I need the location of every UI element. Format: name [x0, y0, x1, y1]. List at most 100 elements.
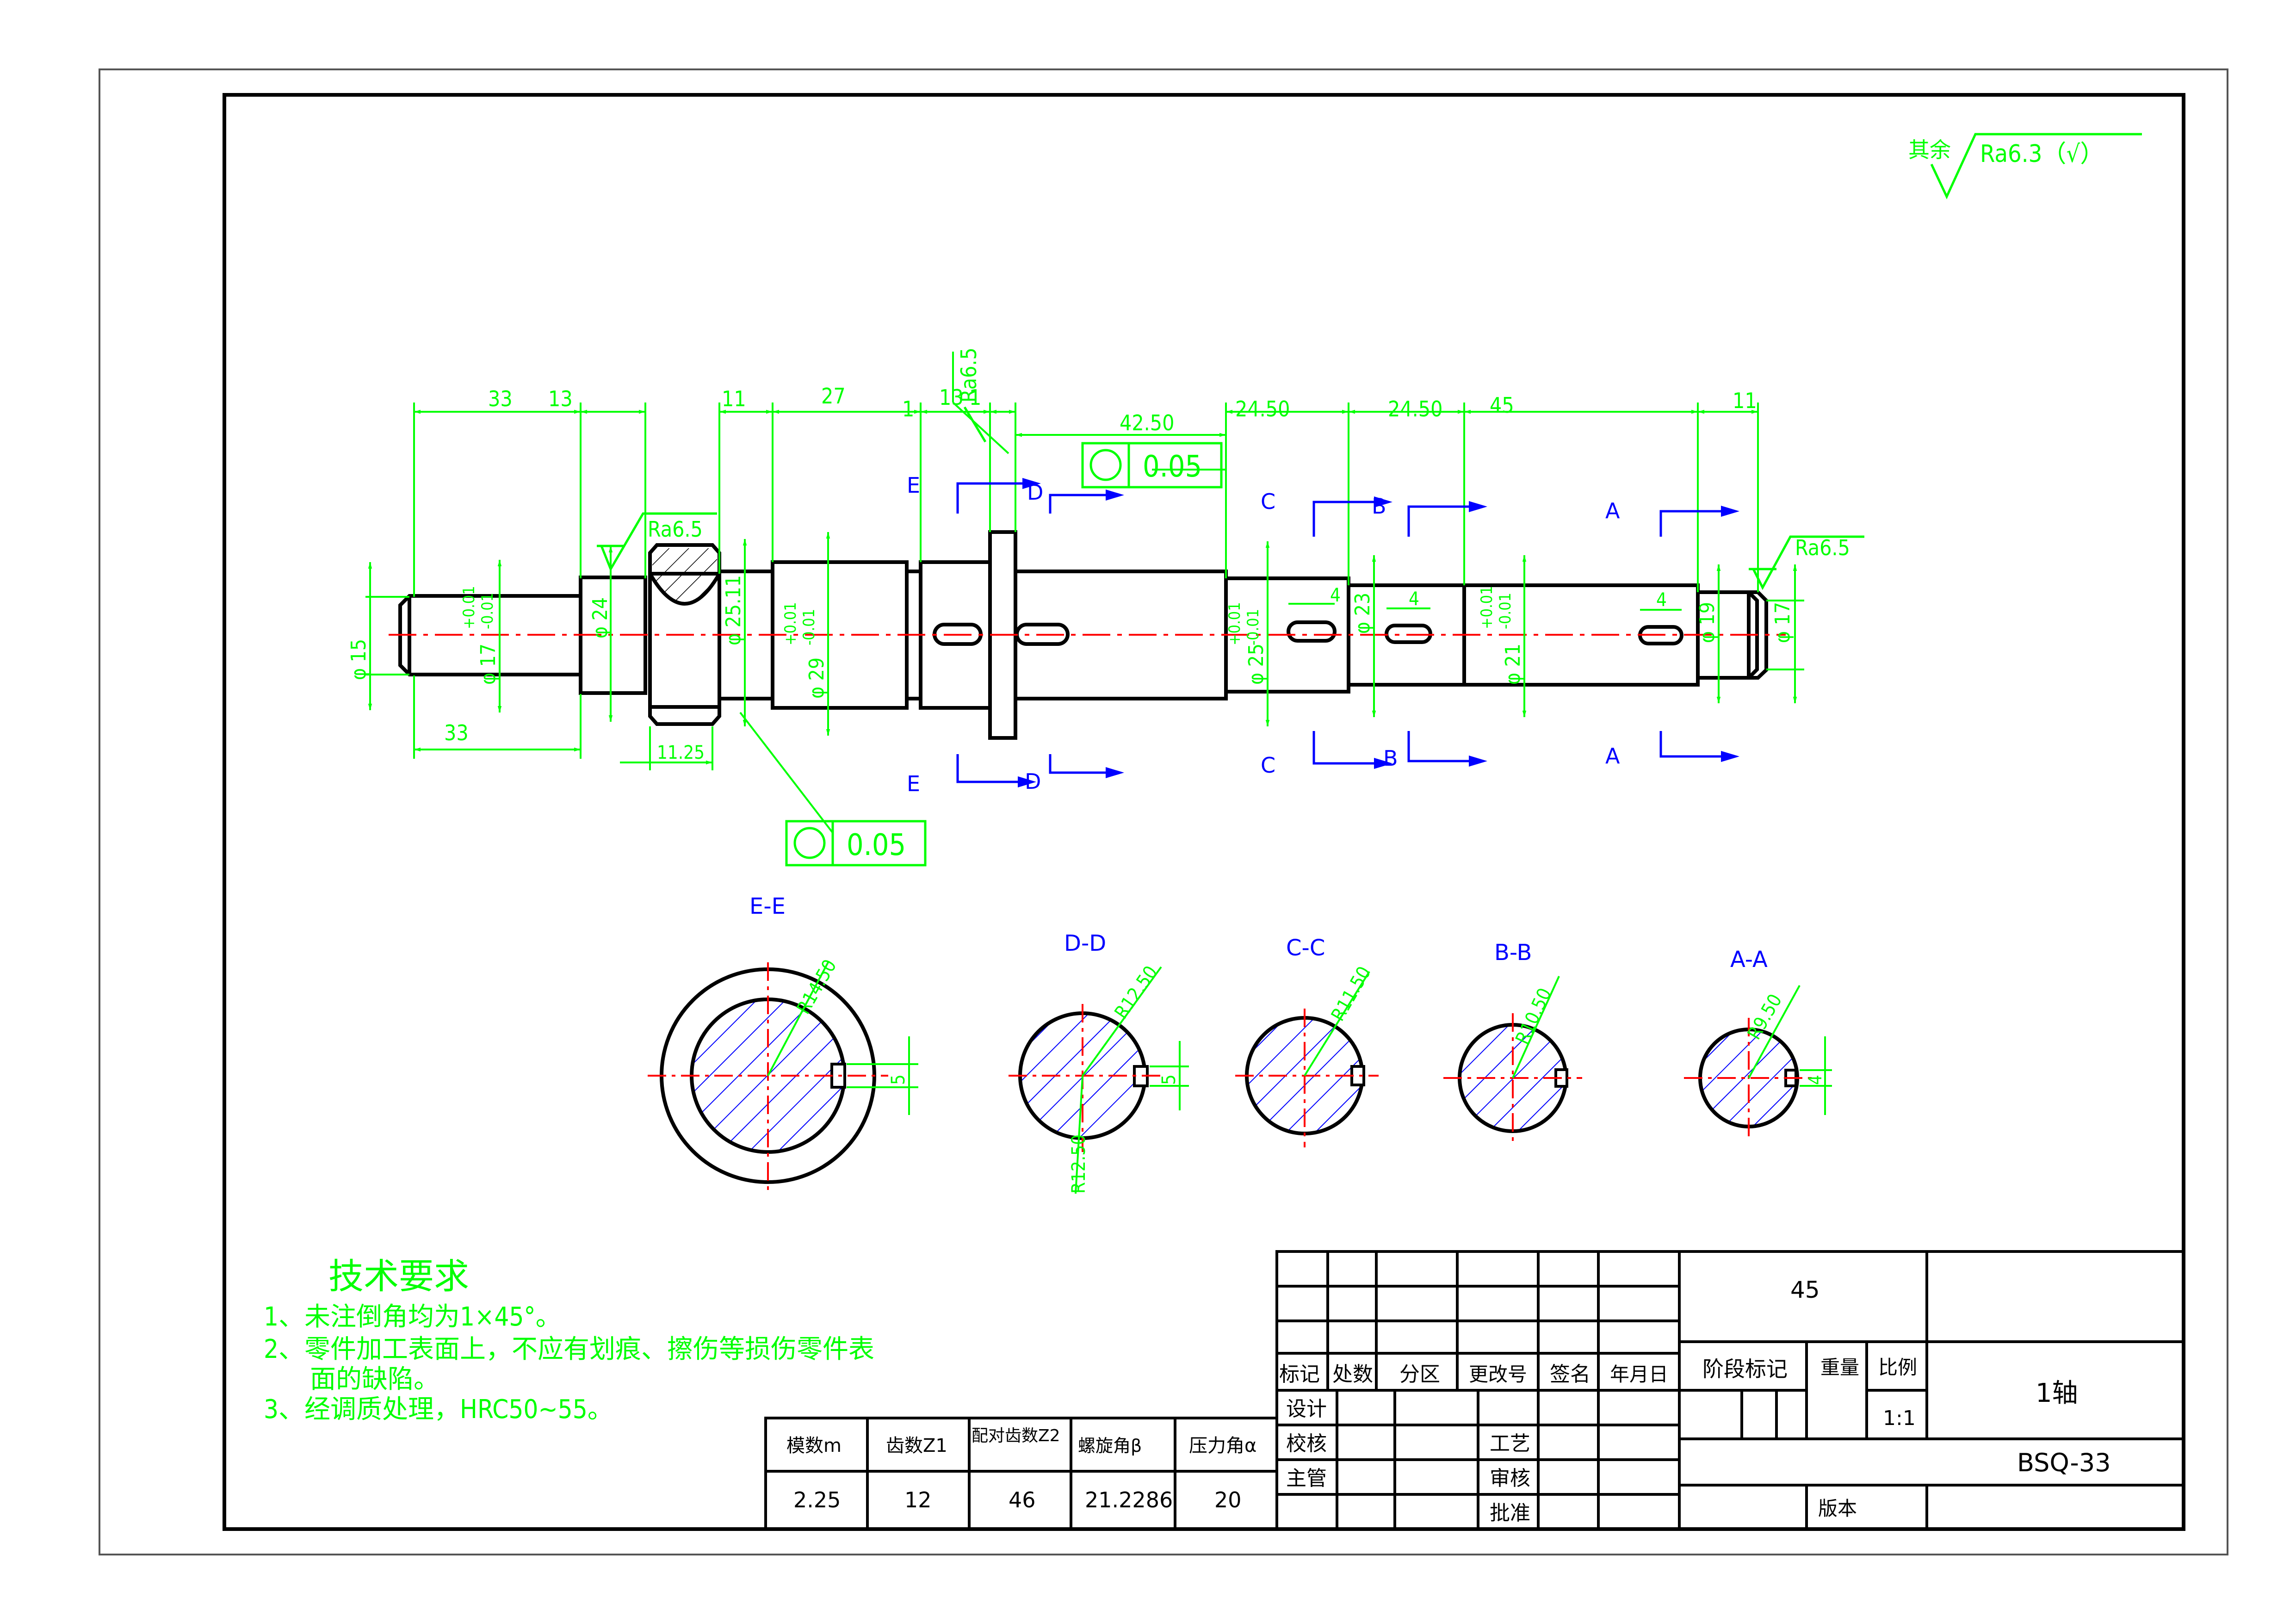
rev-header-change: 更改号 — [1469, 1363, 1527, 1386]
dia-25-tol-plus: +0.01 — [1225, 602, 1244, 645]
section-title-A-A: A-A — [1730, 947, 1768, 973]
dim-13b: 13 — [939, 385, 964, 410]
section-D-key: 5 — [1158, 1074, 1180, 1085]
dia-23: φ 23 — [1351, 593, 1374, 634]
drawing-number: BSQ-33 — [2017, 1448, 2111, 1477]
section-mark-A-top: A — [1605, 498, 1620, 523]
dia-25-11: φ 25.11 — [722, 575, 745, 645]
dimension-lines — [365, 352, 1804, 834]
general-roughness: 其余 Ra6.3（√） — [1908, 133, 2142, 199]
dim-24-50-b: 24.50 — [1388, 396, 1442, 421]
rev-header-count: 处数 — [1332, 1363, 1373, 1386]
section-mark-D-bottom: D — [1025, 769, 1041, 794]
gear-value-pressure: 20 — [1214, 1487, 1242, 1512]
roughness-right-value: Ra6.5 — [1795, 535, 1850, 560]
roughness-left-value: Ra6.5 — [648, 517, 703, 542]
dia-17-tol-minus: -0.01 — [478, 593, 497, 629]
section-mark-D-top: D — [1027, 480, 1043, 505]
tech-requirements: 技术要求 1、未注倒角均为1×45°。 2、零件加工表面上，不应有划痕、擦伤等损… — [264, 1256, 874, 1425]
section-cut-arrowheads — [1018, 478, 1739, 787]
dim-33-top: 33 — [488, 386, 513, 411]
part-name: 1轴 — [2036, 1378, 2078, 1408]
section-A-radius: R9.50 — [1744, 991, 1786, 1043]
gear-tooth-profile — [648, 572, 721, 606]
section-mark-C-bottom: C — [1261, 753, 1275, 778]
dim-1a: 1 — [902, 396, 914, 421]
material-value: 45 — [1790, 1276, 1820, 1303]
role-approve: 批准 — [1490, 1501, 1530, 1525]
section-mark-B-bottom: B — [1383, 746, 1398, 771]
dia-29-tol-minus: -0.01 — [800, 609, 818, 645]
tolerance-frame-top: 0.05 — [1081, 442, 1223, 489]
version-label: 版本 — [1818, 1497, 1857, 1520]
section-mark-E-bottom: E — [907, 771, 920, 796]
dia-17-tol-plus: +0.01 — [460, 586, 478, 629]
roughness-top-value: Ra6.5 — [956, 347, 981, 403]
tech-requirement-2-cont: 面的缺陷。 — [310, 1364, 439, 1394]
role-review: 审核 — [1490, 1467, 1530, 1490]
section-mark-C-top: C — [1261, 489, 1275, 514]
gear-teeth-section — [648, 543, 721, 726]
title-block — [1275, 1250, 2185, 1530]
dim-24-50-a: 24.50 — [1235, 396, 1290, 421]
section-E-radius: R14.50 — [793, 956, 841, 1018]
general-roughness-prefix: 其余 — [1908, 137, 1951, 162]
dia-21-tol-plus: +0.01 — [1478, 586, 1496, 629]
section-cut-letters: E E D D C C B B A A — [907, 473, 1620, 796]
weight-label: 重量 — [1820, 1356, 1859, 1379]
scale-value: 1:1 — [1883, 1406, 1916, 1430]
dia-29-tol-plus: +0.01 — [781, 602, 800, 645]
role-design: 设计 — [1286, 1397, 1327, 1421]
dim-11-25: 11.25 — [657, 742, 705, 763]
roughness-symbols — [597, 406, 1864, 590]
gear-hatch-top — [652, 548, 717, 574]
section-view-B-B: B-B R10.50 — [1443, 940, 1582, 1145]
role-process: 工艺 — [1490, 1432, 1530, 1456]
stage-label: 阶段标记 — [1702, 1357, 1788, 1381]
tolerance-top-value: 0.05 — [1143, 450, 1202, 484]
section-mark-A-bottom: A — [1605, 743, 1620, 768]
gear-value-mate-teeth: 46 — [1009, 1487, 1036, 1512]
dia-15: φ 15 — [347, 639, 371, 680]
gear-header-teeth: 齿数Z1 — [886, 1435, 947, 1456]
dia-29: φ 29 — [805, 657, 829, 699]
section-cut-lines — [956, 482, 1721, 783]
gear-value-teeth: 12 — [904, 1487, 932, 1512]
rev-header-date: 年月日 — [1610, 1363, 1668, 1386]
dim-33-bottom: 33 — [444, 720, 469, 745]
role-supervisor: 主管 — [1286, 1467, 1327, 1490]
gear-table-text: 模数m 齿数Z1 配对齿数Z2 螺旋角β 压力角α 2.25 12 46 21.… — [786, 1426, 1256, 1512]
tech-requirement-1: 1、未注倒角均为1×45°。 — [264, 1302, 562, 1332]
dia-17-left: φ 17 — [477, 644, 500, 685]
tech-requirements-heading: 技术要求 — [328, 1256, 469, 1297]
dia-25-tol-minus: -0.01 — [1244, 609, 1262, 645]
gear-header-pressure: 压力角α — [1189, 1435, 1256, 1456]
gear-value-module: 2.25 — [793, 1487, 841, 1512]
dim-1b: 1 — [969, 385, 981, 410]
scale-label: 比例 — [1878, 1356, 1917, 1379]
tech-requirement-2: 2、零件加工表面上，不应有划痕、擦伤等损伤零件表 — [264, 1334, 874, 1364]
dim-45: 45 — [1490, 393, 1514, 418]
gear-header-mate-teeth: 配对齿数Z2 — [972, 1426, 1060, 1445]
outer-border — [99, 68, 2228, 1555]
section-D-radius-2: R12.50 — [1068, 1134, 1089, 1194]
top-dimension-labels: 33 13 11 27 1 13 1 42.50 24.50 24.50 45 … — [444, 384, 1757, 763]
dia-17-right: φ 17 — [1771, 602, 1795, 643]
section-mark-E-top: E — [907, 473, 920, 498]
rev-header-zone: 分区 — [1399, 1363, 1440, 1386]
dim-key4-a: 4 — [1330, 585, 1341, 606]
dim-42-50: 42.50 — [1120, 410, 1174, 435]
section-view-E-E: E-E R14.50 5 — [648, 893, 918, 1191]
section-title-C-C: C-C — [1286, 935, 1325, 961]
section-title-E-E: E-E — [749, 893, 786, 919]
dim-13: 13 — [548, 386, 573, 411]
dia-25: φ 25 — [1244, 644, 1268, 685]
section-mark-B-top: B — [1372, 494, 1386, 519]
tolerance-frame-bottom: 0.05 — [785, 820, 927, 867]
gear-value-helix: 21.2286 — [1085, 1487, 1173, 1512]
rev-header-mark: 标记 — [1279, 1363, 1320, 1386]
section-title-B-B: B-B — [1494, 940, 1532, 966]
dim-key4-b: 4 — [1409, 588, 1419, 610]
gear-header-helix: 螺旋角β — [1078, 1436, 1142, 1456]
